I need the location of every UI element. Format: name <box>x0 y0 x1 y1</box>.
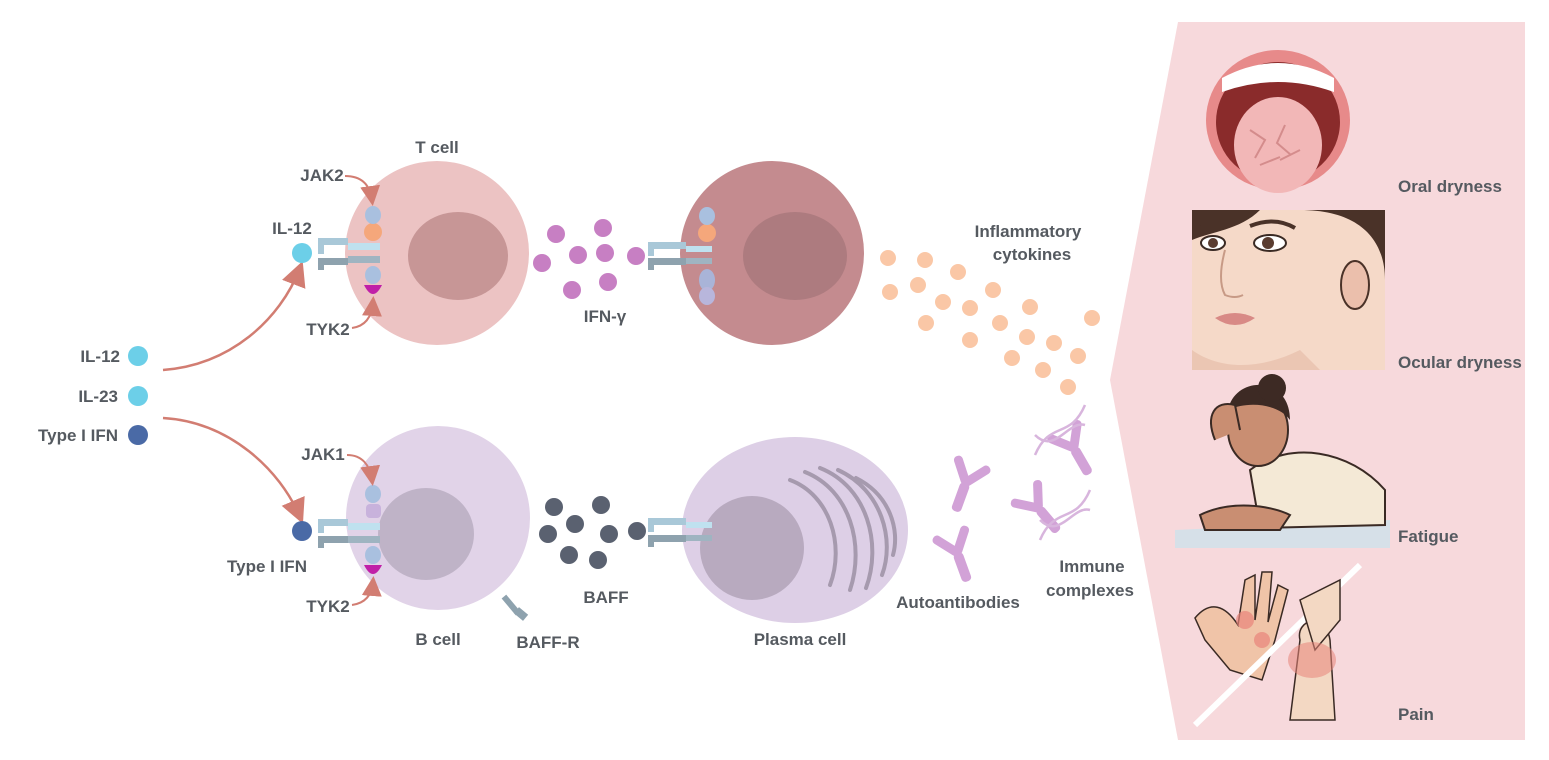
jak2-arrow <box>344 175 381 206</box>
jak-protein-icon <box>699 207 715 225</box>
oral-dryness-label: Oral dryness <box>1398 177 1502 196</box>
jak-icon <box>698 224 716 242</box>
t-cell-label: T cell <box>415 138 458 157</box>
t-cell-group: T cell IL-12 JAK2 TYK2 <box>272 138 529 345</box>
tyk2-protein-icon <box>365 266 381 284</box>
face-illustration <box>1192 210 1385 370</box>
baff-receptor-plasma <box>648 518 712 547</box>
b-cell-nucleus <box>378 488 474 580</box>
pain-label: Pain <box>1398 705 1434 724</box>
t-cell-nucleus <box>408 212 508 300</box>
ifn-gamma-label: IFN-γ <box>584 307 627 326</box>
left-legend: IL-12 IL-23 Type I IFN <box>38 346 148 445</box>
legend-label-type1ifn: Type I IFN <box>38 426 118 445</box>
arrow-to-t-cell <box>162 261 306 372</box>
il23-dot <box>128 386 148 406</box>
inflammatory-cytokines-label-2: cytokines <box>993 245 1071 264</box>
effector-nucleus <box>743 212 847 300</box>
ocular-dryness-label: Ocular dryness <box>1398 353 1522 372</box>
tyk2-icon <box>364 285 382 294</box>
autoantibodies-group: Autoantibodies <box>896 415 1108 612</box>
stat-protein-icon <box>699 269 715 291</box>
jak1-arrow <box>346 454 381 486</box>
legend-label-il12: IL-12 <box>80 347 120 366</box>
il12-receptor <box>318 238 380 270</box>
antibody-icon <box>935 452 994 519</box>
inflammatory-cytokines-label-1: Inflammatory <box>975 222 1082 241</box>
plasma-cell-group: Plasma cell <box>648 437 908 649</box>
tyk2-b-icon <box>364 565 382 574</box>
antibody-icon <box>929 522 988 589</box>
b-cell-group: B cell Type I IFN JAK1 TYK2 BAFF-R <box>227 426 580 652</box>
plasma-cell-nucleus <box>700 496 804 600</box>
tyk2-b-label: TYK2 <box>306 597 349 616</box>
effector-t-cell-group <box>648 161 864 345</box>
baff-particles <box>539 496 646 569</box>
ifn-gamma-particles <box>533 219 645 299</box>
endoplasmic-reticulum <box>788 466 898 592</box>
immune-complexes-label-1: Immune <box>1059 557 1124 576</box>
il12-ligand-label: IL-12 <box>272 219 312 238</box>
jak1-icon <box>365 485 381 503</box>
stat-protein-icon-2 <box>699 287 715 305</box>
hand-knee-joint-illustration <box>1192 562 1363 728</box>
baff-r-receptor <box>501 594 529 621</box>
type1ifn-ligand-label: Type I IFN <box>227 557 307 576</box>
plasma-cell-label: Plasma cell <box>754 630 847 649</box>
legend-label-il23: IL-23 <box>78 387 118 406</box>
antibody-icon <box>1006 475 1074 545</box>
jak1-protein-icon <box>366 504 381 518</box>
immune-complexes-label-2: complexes <box>1046 581 1134 600</box>
autoantibodies-label: Autoantibodies <box>896 593 1020 612</box>
fatigued-person-illustration <box>1175 374 1390 548</box>
fatigue-label: Fatigue <box>1398 527 1458 546</box>
cytokine-particles <box>880 250 1100 395</box>
ifn-receptor <box>318 519 380 548</box>
tyk2-b-arrow <box>351 576 382 606</box>
mouth-illustration <box>1206 50 1350 193</box>
type1ifn-dot <box>128 425 148 445</box>
baff-r-label: BAFF-R <box>516 633 579 652</box>
tyk2-label: TYK2 <box>306 320 349 339</box>
jak1-label: JAK1 <box>301 445 344 464</box>
tyk2-b-protein-icon <box>365 546 381 564</box>
arrow-to-b-cell <box>162 416 305 524</box>
baff-label: BAFF <box>583 588 628 607</box>
symptom-panel <box>1110 22 1525 740</box>
il12-dot <box>128 346 148 366</box>
jak2-protein-icon <box>365 206 381 224</box>
type1ifn-ligand <box>292 521 312 541</box>
il12-ligand <box>292 243 312 263</box>
b-cell-label: B cell <box>415 630 460 649</box>
dna-icon <box>1033 404 1092 541</box>
tyk2-arrow <box>351 296 382 329</box>
jak2-icon <box>364 223 382 241</box>
ifn-gamma-receptor <box>648 242 712 270</box>
jak2-label: JAK2 <box>300 166 343 185</box>
